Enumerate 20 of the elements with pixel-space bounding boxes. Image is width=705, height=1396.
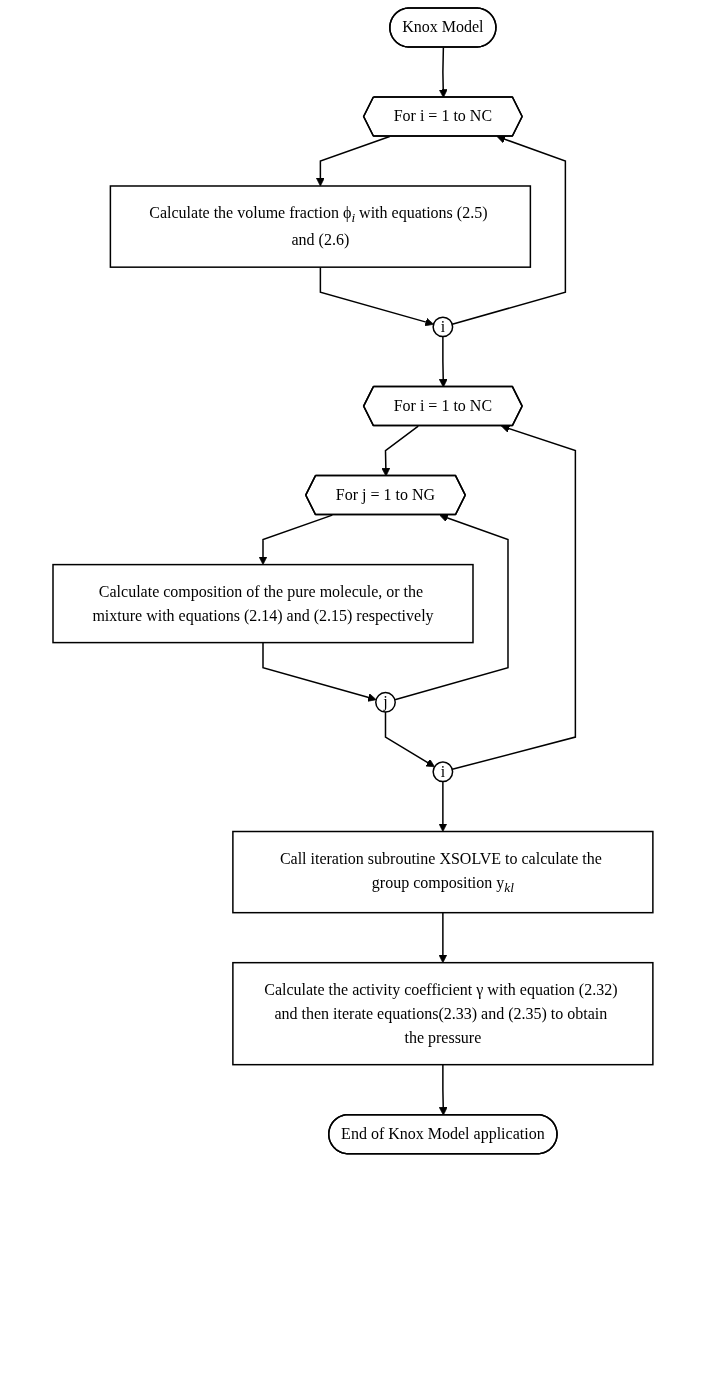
- arrow: [384, 711, 435, 768]
- arrow: [319, 266, 434, 327]
- arrow: [261, 641, 377, 702]
- arrow: [438, 46, 448, 98]
- node-box: Calculate the activity coefficient γ with equation (2.32) and then iterate equations(2.33) and (2.35) to obtain the pressure: [231, 961, 654, 1066]
- node-box: Calculate the volume fraction ϕ$_{i}$ with equations (2.5) and (2.6): [109, 185, 531, 268]
- arrow: [451, 424, 576, 771]
- arrow: [315, 135, 390, 187]
- arrow: [438, 1063, 448, 1116]
- arrow: [381, 425, 419, 477]
- arrow: [438, 780, 447, 832]
- node-box: Calculate composition of the pure molecule, or the mixture with equations (2.14) and (2.15) respectively: [51, 563, 474, 644]
- arrow: [438, 335, 448, 388]
- arrow: [438, 911, 447, 964]
- node-circle: i: [431, 316, 453, 338]
- node-circle: i: [431, 761, 453, 783]
- node-box: Call iteration subroutine XSOLVE to calculate the group composition y$_{kl}$: [231, 830, 654, 914]
- node-circle: j: [374, 691, 396, 713]
- arrow: [258, 514, 333, 565]
- arrow: [451, 135, 566, 325]
